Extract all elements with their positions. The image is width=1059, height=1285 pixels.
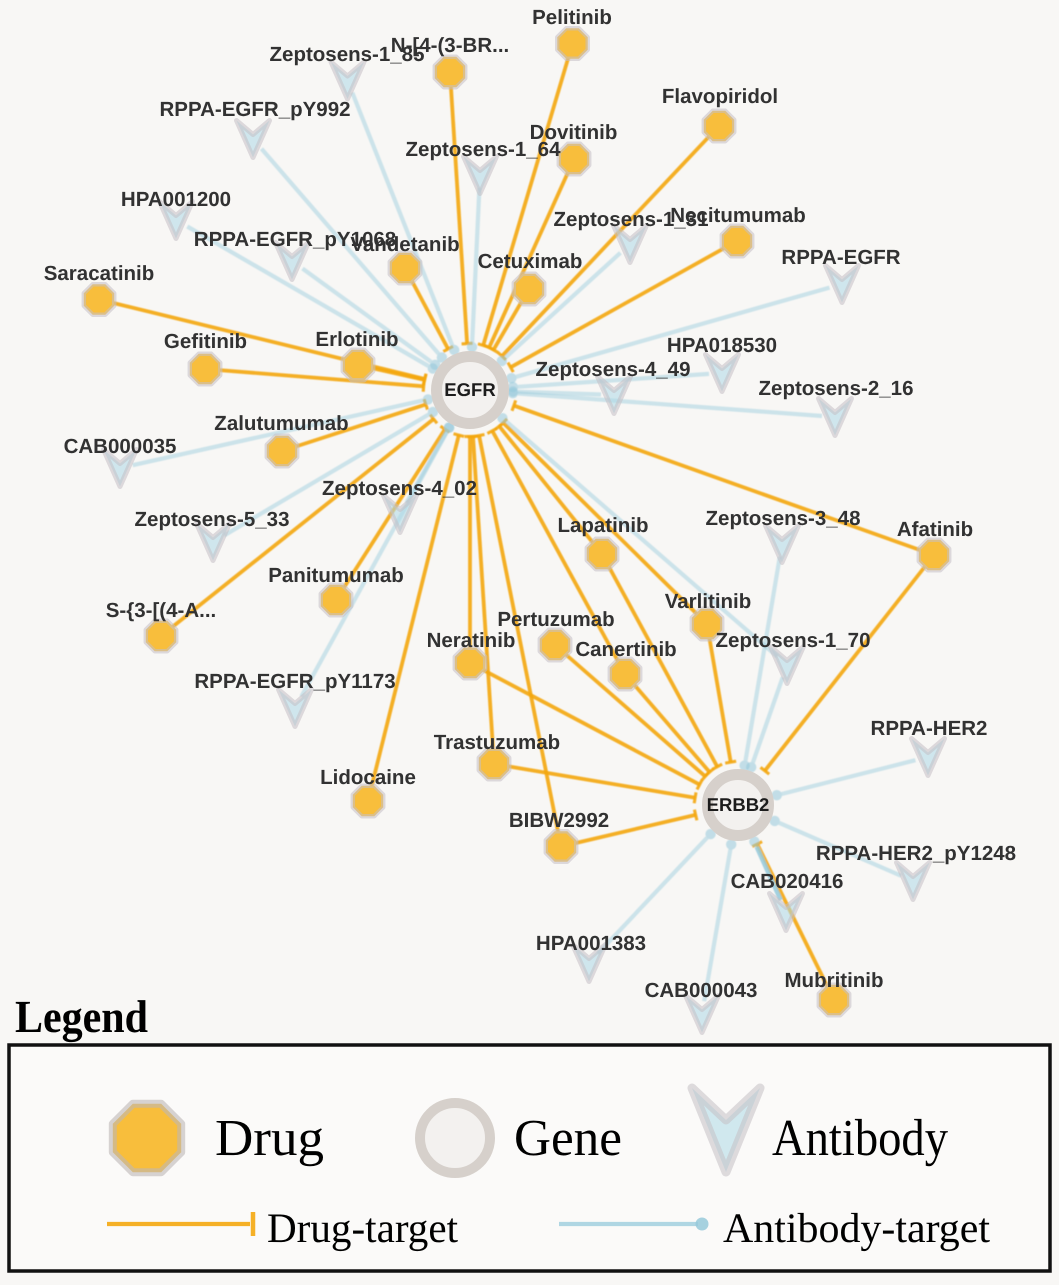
svg-text:Zeptosens-5_33: Zeptosens-5_33: [135, 508, 290, 531]
svg-text:RPPA-HER2: RPPA-HER2: [871, 717, 988, 740]
svg-text:Zeptosens-2_16: Zeptosens-2_16: [759, 377, 914, 400]
svg-text:RPPA-EGFR_pY992: RPPA-EGFR_pY992: [159, 98, 350, 121]
svg-text:Dovitinib: Dovitinib: [530, 121, 618, 144]
svg-text:BIBW2992: BIBW2992: [509, 809, 609, 832]
svg-text:CAB000043: CAB000043: [645, 979, 758, 1002]
svg-text:Neratinib: Neratinib: [427, 629, 516, 652]
svg-text:Zeptosens-1_85: Zeptosens-1_85: [270, 43, 425, 66]
svg-text:Legend: Legend: [15, 991, 148, 1043]
svg-text:CAB000035: CAB000035: [64, 435, 177, 458]
svg-text:RPPA-EGFR_pY1173: RPPA-EGFR_pY1173: [194, 670, 395, 693]
svg-text:Antibody-target: Antibody-target: [723, 1206, 990, 1252]
svg-text:Zeptosens-4_02: Zeptosens-4_02: [322, 477, 477, 500]
svg-text:RPPA-EGFR: RPPA-EGFR: [781, 246, 900, 269]
svg-text:Pertuzumab: Pertuzumab: [497, 608, 614, 631]
svg-text:Zeptosens-3_48: Zeptosens-3_48: [706, 507, 861, 530]
svg-text:HPA001383: HPA001383: [536, 932, 646, 955]
svg-text:Vandetanib: Vandetanib: [350, 233, 459, 256]
svg-text:Gefitinib: Gefitinib: [164, 330, 247, 353]
svg-text:Trastuzumab: Trastuzumab: [434, 731, 560, 754]
svg-text:HPA018530: HPA018530: [667, 334, 777, 357]
svg-text:Drug: Drug: [215, 1110, 324, 1167]
svg-text:Pelitinib: Pelitinib: [532, 6, 612, 29]
svg-text:RPPA-EGFR_pY1068: RPPA-EGFR_pY1068: [194, 228, 396, 251]
svg-text:N-[4-(3-BR...: N-[4-(3-BR...: [391, 34, 509, 57]
svg-text:CAB020416: CAB020416: [731, 870, 844, 893]
svg-text:Afatinib: Afatinib: [897, 518, 973, 541]
svg-text:ERBB2: ERBB2: [707, 794, 770, 815]
svg-text:Gene: Gene: [514, 1110, 622, 1167]
svg-text:Zeptosens-1_70: Zeptosens-1_70: [716, 629, 871, 652]
svg-text:RPPA-HER2_pY1248: RPPA-HER2_pY1248: [816, 842, 1016, 865]
svg-text:Antibody: Antibody: [772, 1110, 948, 1167]
svg-text:Cetuximab: Cetuximab: [478, 250, 583, 273]
svg-text:Varlitinib: Varlitinib: [665, 590, 752, 613]
svg-text:Panitumumab: Panitumumab: [268, 564, 404, 587]
svg-text:S-{3-[(4-A...: S-{3-[(4-A...: [106, 599, 216, 622]
svg-text:HPA001200: HPA001200: [121, 188, 231, 211]
svg-text:Flavopiridol: Flavopiridol: [662, 85, 778, 108]
svg-text:Zeptosens-4_49: Zeptosens-4_49: [536, 358, 691, 381]
svg-text:Saracatinib: Saracatinib: [44, 262, 155, 285]
svg-text:Zeptosens-1_31: Zeptosens-1_31: [554, 208, 709, 231]
svg-text:Lidocaine: Lidocaine: [320, 766, 416, 789]
svg-text:EGFR: EGFR: [444, 379, 495, 400]
svg-text:Lapatinib: Lapatinib: [557, 514, 648, 537]
svg-text:Mubritinib: Mubritinib: [784, 969, 883, 992]
svg-text:Erlotinib: Erlotinib: [315, 328, 398, 351]
svg-text:Zeptosens-1_64: Zeptosens-1_64: [406, 138, 562, 161]
svg-text:Canertinib: Canertinib: [575, 638, 676, 661]
svg-text:Drug-target: Drug-target: [267, 1206, 458, 1252]
svg-text:Necitumumab: Necitumumab: [670, 204, 806, 227]
svg-text:Zalutumumab: Zalutumumab: [214, 412, 348, 435]
